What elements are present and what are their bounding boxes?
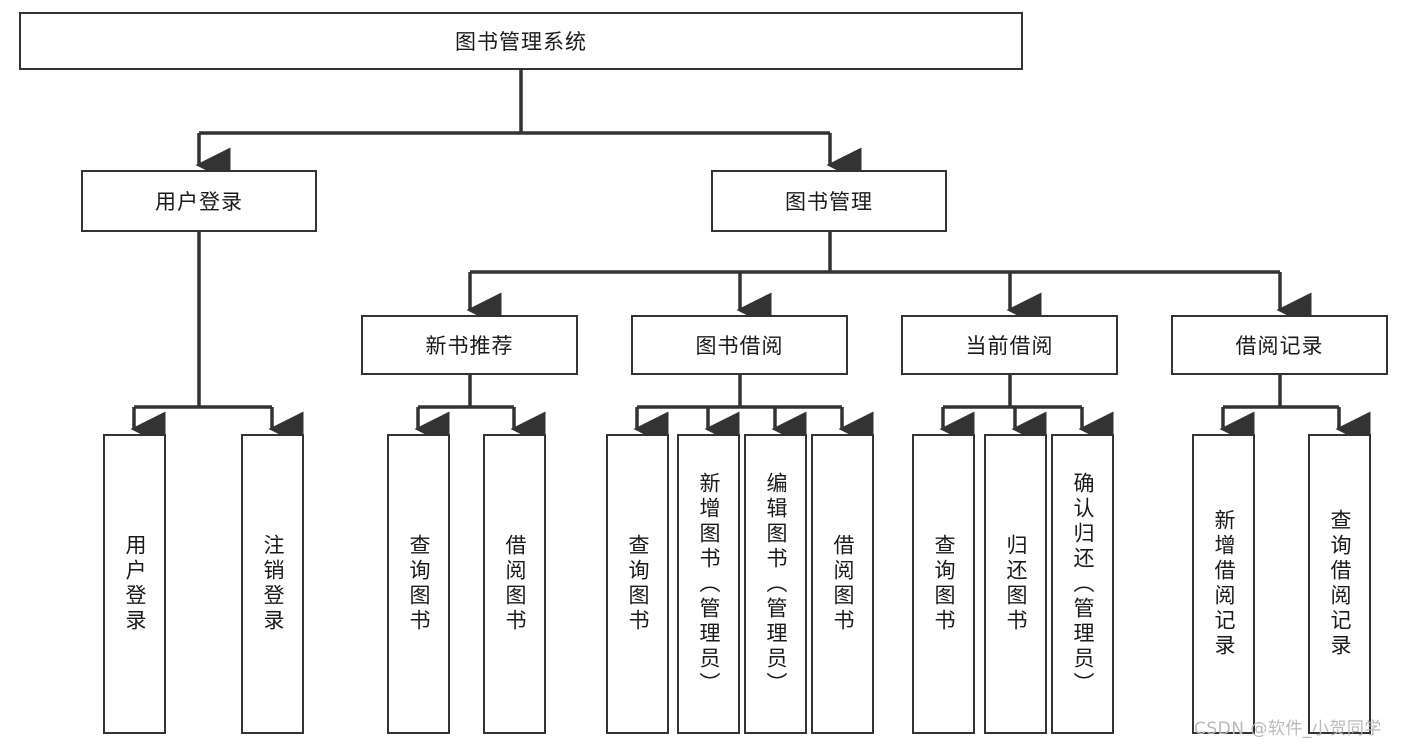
node-leaf-query-book-borrow[interactable]: 查询图书 [606, 434, 669, 734]
watermark-text: CSDN @软件_小贺同学 [1194, 719, 1382, 739]
node-leaf-add-book-admin[interactable]: 新增图书（管理员） [677, 434, 740, 734]
node-leaf-borrow-book-recommend-label: 借阅图书 [503, 534, 527, 634]
node-leaf-query-book-borrow-label: 查询图书 [626, 534, 650, 634]
node-borrow-record-label: 借阅记录 [1235, 334, 1324, 358]
node-leaf-add-borrow-record-label: 新增借阅记录 [1212, 509, 1236, 659]
node-leaf-borrow-book-recommend[interactable]: 借阅图书 [483, 434, 546, 734]
node-leaf-return-book[interactable]: 归还图书 [984, 434, 1047, 734]
node-leaf-query-book-recommend[interactable]: 查询图书 [387, 434, 450, 734]
node-leaf-add-book-admin-label: 新增图书（管理员） [697, 471, 721, 697]
node-book-borrow-label: 图书借阅 [695, 334, 784, 358]
node-leaf-borrow-book-label: 借阅图书 [831, 534, 855, 634]
node-leaf-query-book-current-label: 查询图书 [932, 534, 956, 634]
node-borrow-record[interactable]: 借阅记录 [1171, 315, 1388, 375]
node-leaf-logout-login-label: 注销登录 [261, 534, 285, 634]
node-leaf-query-borrow-record[interactable]: 查询借阅记录 [1308, 434, 1371, 734]
node-leaf-query-book-recommend-label: 查询图书 [407, 534, 431, 634]
node-leaf-borrow-book[interactable]: 借阅图书 [811, 434, 874, 734]
node-book-management[interactable]: 图书管理 [711, 170, 947, 232]
node-leaf-confirm-return-admin-label: 确认归还（管理员） [1071, 471, 1095, 697]
node-root[interactable]: 图书管理系统 [19, 12, 1023, 70]
node-new-book-recommend-label: 新书推荐 [425, 334, 514, 358]
node-current-borrow[interactable]: 当前借阅 [901, 315, 1118, 375]
node-user-login[interactable]: 用户登录 [81, 170, 317, 232]
node-leaf-query-borrow-record-label: 查询借阅记录 [1328, 509, 1352, 659]
node-leaf-add-borrow-record[interactable]: 新增借阅记录 [1192, 434, 1255, 734]
node-user-login-label: 用户登录 [155, 190, 243, 214]
node-leaf-user-login-label: 用户登录 [123, 534, 147, 634]
node-leaf-user-login[interactable]: 用户登录 [103, 434, 166, 734]
node-book-management-label: 图书管理 [785, 190, 873, 214]
node-leaf-edit-book-admin[interactable]: 编辑图书（管理员） [744, 434, 807, 734]
node-leaf-logout-login[interactable]: 注销登录 [241, 434, 304, 734]
node-leaf-return-book-label: 归还图书 [1004, 534, 1028, 634]
node-new-book-recommend[interactable]: 新书推荐 [361, 315, 578, 375]
node-leaf-confirm-return-admin[interactable]: 确认归还（管理员） [1051, 434, 1114, 734]
node-book-borrow[interactable]: 图书借阅 [631, 315, 848, 375]
node-root-label: 图书管理系统 [455, 30, 587, 54]
node-leaf-edit-book-admin-label: 编辑图书（管理员） [764, 471, 788, 697]
node-current-borrow-label: 当前借阅 [965, 334, 1054, 358]
node-leaf-query-book-current[interactable]: 查询图书 [912, 434, 975, 734]
